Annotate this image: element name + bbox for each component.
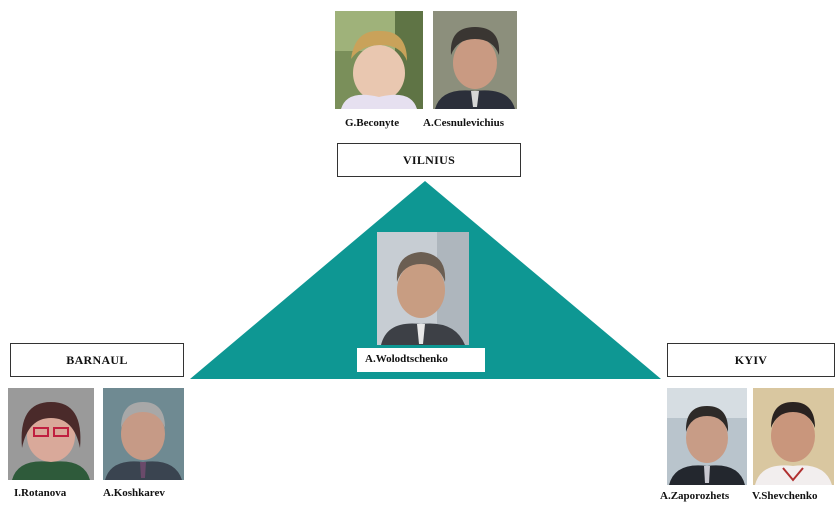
name-g-beconyte: G.Beconyte — [345, 117, 400, 129]
name-a-cesnulevichius: A.Cesnulevichius — [423, 117, 504, 129]
portrait-i-rotanova — [8, 388, 94, 480]
name-v-shevchenko: V.Shevchenko — [752, 490, 818, 502]
name-i-rotanova: I.Rotanova — [14, 487, 67, 499]
portrait-a-cesnulevichius — [433, 11, 517, 109]
city-box-vilnius: VILNIUS — [337, 143, 521, 177]
center-name-card — [357, 348, 485, 372]
city-box-kyiv: KYIV — [667, 343, 835, 377]
portrait-a-wolodtschenko — [377, 232, 469, 345]
portrait-a-koshkarev — [103, 388, 184, 480]
name-a-zaporozhets: A.Zaporozhets — [660, 490, 730, 502]
city-box-barnaul: BARNAUL — [10, 343, 184, 377]
name-a-wolodtschenko: A.Wolodtschenko — [365, 353, 448, 365]
portrait-a-zaporozhets — [667, 388, 747, 485]
portrait-g-beconyte — [335, 11, 423, 109]
portrait-v-shevchenko — [753, 388, 834, 485]
name-a-koshkarev: A.Koshkarev — [103, 487, 165, 499]
